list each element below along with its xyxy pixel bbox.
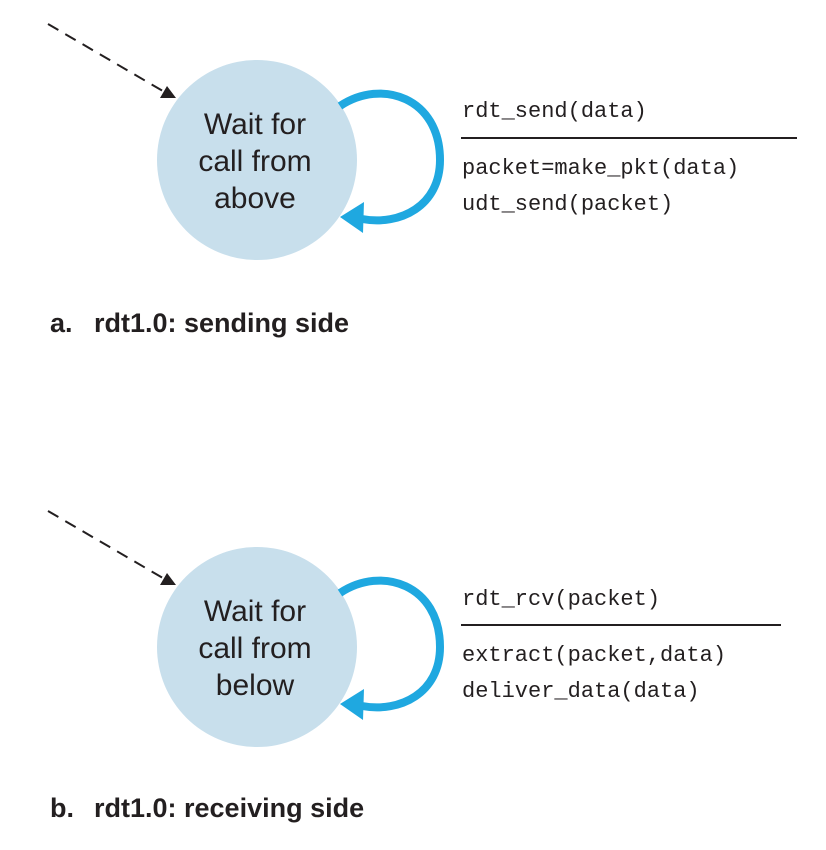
transition-event: rdt_send(data)	[462, 99, 647, 124]
event-action-divider	[461, 624, 781, 626]
event-action-divider	[461, 137, 797, 139]
state-label-line: call from	[198, 632, 312, 665]
self-loop-arrowhead	[340, 202, 364, 233]
state-label-line: Wait for	[203, 108, 307, 141]
state-label: Wait for call from below	[155, 593, 355, 704]
caption-letter: a.	[50, 308, 73, 338]
state-label-line: Wait for	[203, 595, 307, 628]
initial-state-arrow	[47, 510, 169, 582]
self-loop-arrow	[337, 576, 445, 712]
figure-caption: b. rdt1.0: receiving side	[50, 793, 364, 824]
figure-caption: a. rdt1.0: sending side	[50, 308, 349, 339]
transition-action: packet=make_pkt(data)	[462, 156, 740, 181]
state-label: Wait for call from above	[155, 106, 355, 217]
panel-sending-side: Wait for call from above rdt_send(data) …	[47, 23, 797, 339]
fsm-diagram-sending	[47, 23, 445, 260]
state-label-line: call from	[198, 145, 312, 178]
caption-letter: b.	[50, 793, 74, 823]
initial-state-arrowhead	[160, 573, 176, 585]
state-label-line: below	[215, 669, 295, 702]
caption-text: rdt1.0: sending side	[94, 308, 350, 338]
transition-event: rdt_rcv(packet)	[462, 587, 661, 612]
state-circle	[157, 547, 357, 747]
transition-action: udt_send(packet)	[462, 192, 674, 217]
transition-action: deliver_data(data)	[462, 679, 700, 704]
self-loop-arrowhead	[340, 689, 364, 720]
initial-state-arrowhead	[160, 86, 176, 98]
transition-action: extract(packet,data)	[462, 643, 727, 668]
state-circle	[157, 60, 357, 260]
panel-receiving-side: Wait for call from below rdt_rcv(packet)…	[0, 487, 826, 850]
state-label-line: above	[214, 182, 296, 215]
self-loop-arrow	[337, 89, 445, 225]
caption-text: rdt1.0: receiving side	[94, 793, 365, 823]
fsm-diagram-receiving	[47, 510, 445, 747]
initial-state-arrow	[47, 23, 169, 95]
